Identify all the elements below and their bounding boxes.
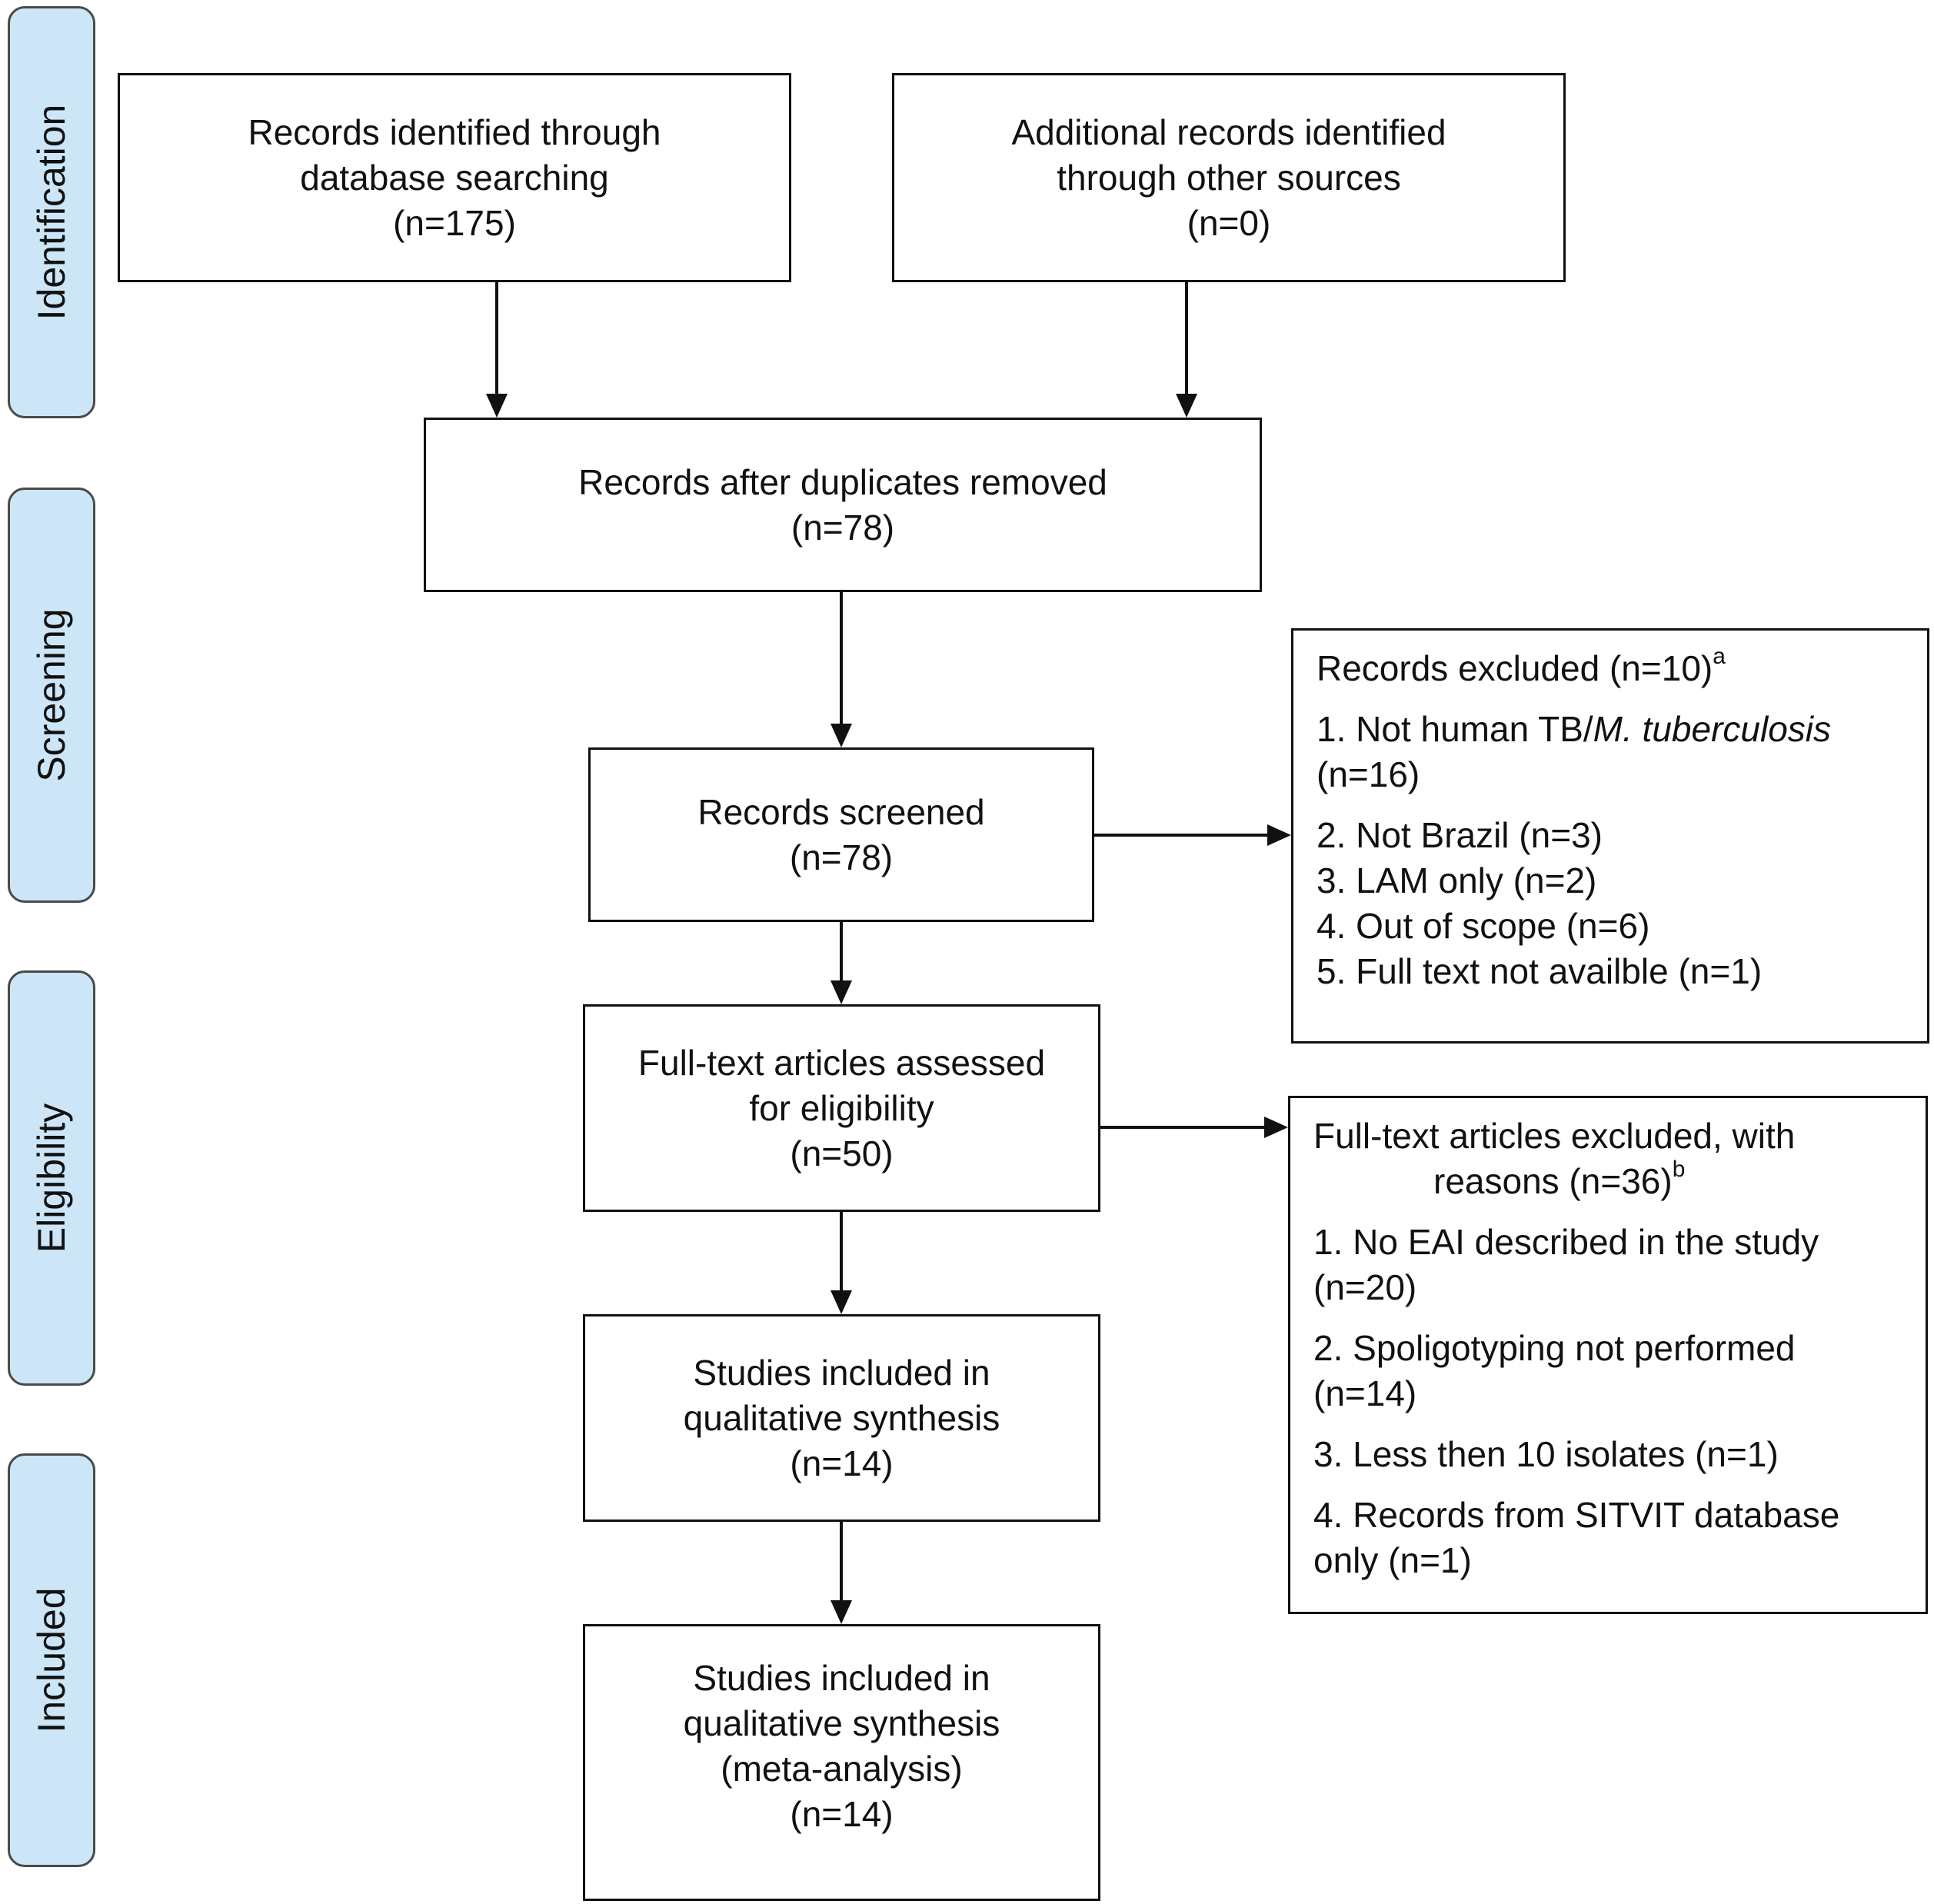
fulltext-excluded-item-1: 1. No EAI described in the study: [1313, 1222, 1819, 1262]
fulltext-excluded-item-3: 3. Less then 10 isolates (n=1): [1313, 1434, 1779, 1474]
meta-analysis-line2: qualitative synthesis: [683, 1703, 1000, 1743]
fulltext-excluded-item-2: 2. Spoligotyping not performed: [1313, 1328, 1796, 1368]
records-excluded-box: Records excluded (n=10)a 1. Not human TB…: [1291, 628, 1929, 1044]
phase-identification: Identification: [8, 6, 95, 418]
fulltext-excluded-item-2-count: (n=14): [1313, 1373, 1417, 1413]
records-excluded-footnote: a: [1713, 644, 1726, 669]
meta-analysis-count: (n=14): [790, 1794, 894, 1834]
arrowhead-screened-to-fulltext: [831, 980, 852, 1004]
database-search-line1: Records identified through: [248, 112, 661, 152]
records-excluded-item-1-count: (n=16): [1317, 754, 1420, 794]
after-duplicates-box: Records after duplicates removed (n=78): [424, 418, 1262, 592]
arrowhead-qualitative-to-meta: [831, 1600, 852, 1624]
database-search-line2: database searching: [300, 157, 609, 198]
meta-analysis-line3: (meta-analysis): [721, 1749, 963, 1789]
records-screened-line1: Records screened: [697, 791, 985, 832]
database-search-box: Records identified through database sear…: [118, 73, 791, 282]
other-sources-line1: Additional records identified: [1011, 112, 1446, 152]
records-excluded-item-5: 5. Full text not availble (n=1): [1317, 951, 1763, 991]
after-duplicates-count: (n=78): [791, 507, 895, 548]
records-screened-count: (n=78): [789, 837, 894, 877]
arrowhead-fulltext-to-excluded: [1264, 1117, 1288, 1138]
records-excluded-title: Records excluded (n=10)a: [1317, 644, 1726, 689]
fulltext-excluded-item-4-count: only (n=1): [1313, 1540, 1472, 1580]
arrowhead-duplicates-to-screened: [831, 724, 852, 747]
phase-screening: Screening: [8, 488, 95, 903]
phase-eligibility: Eligibility: [8, 970, 95, 1386]
fulltext-excluded-title-line1: Full-text articles excluded, with: [1313, 1116, 1796, 1156]
qualitative-synthesis-line2: qualitative synthesis: [683, 1397, 1000, 1438]
other-sources-box: Additional records identified through ot…: [892, 73, 1566, 282]
fulltext-assessed-line1: Full-text articles assessed: [637, 1042, 1046, 1083]
fulltext-assessed-line2: for eligibility: [749, 1087, 934, 1128]
other-sources-line2: through other sources: [1057, 157, 1401, 198]
records-screened-box: Records screened (n=78): [588, 747, 1094, 922]
fulltext-excluded-box: Full-text articles excluded, with reason…: [1288, 1096, 1928, 1614]
meta-analysis-box: Studies included in qualitative synthesi…: [583, 1624, 1100, 1901]
fulltext-excluded-item-4: 4. Records from SITVIT database: [1313, 1495, 1840, 1535]
fulltext-excluded-title-line2: reasons (n=36)b: [1433, 1157, 1686, 1202]
arrowhead-other-to-duplicates: [1176, 394, 1197, 418]
fulltext-excluded-item-1-count: (n=20): [1313, 1267, 1417, 1307]
fulltext-assessed-box: Full-text articles assessed for eligibil…: [583, 1004, 1100, 1212]
meta-analysis-line1: Studies included in: [693, 1658, 990, 1698]
records-excluded-item-4: 4. Out of scope (n=6): [1317, 906, 1650, 946]
database-search-count: (n=175): [393, 202, 516, 243]
arrowhead-fulltext-to-qualitative: [831, 1290, 852, 1314]
fulltext-excluded-footnote: b: [1672, 1157, 1686, 1182]
qualitative-synthesis-count: (n=14): [790, 1443, 894, 1483]
fulltext-assessed-count: (n=50): [790, 1133, 894, 1173]
arrowhead-screened-to-excluded: [1267, 824, 1291, 846]
other-sources-count: (n=0): [1187, 202, 1271, 243]
qualitative-synthesis-box: Studies included in qualitative synthesi…: [583, 1314, 1100, 1522]
phase-included: Included: [8, 1453, 95, 1867]
qualitative-synthesis-line1: Studies included in: [693, 1352, 990, 1393]
after-duplicates-line1: Records after duplicates removed: [578, 461, 1107, 502]
records-excluded-item-2: 2. Not Brazil (n=3): [1317, 815, 1603, 855]
arrowhead-database-to-duplicates: [486, 394, 508, 418]
records-excluded-item-1: 1. Not human TB/M. tuberculosis: [1317, 709, 1832, 749]
records-excluded-item-3: 3. LAM only (n=2): [1317, 860, 1597, 900]
